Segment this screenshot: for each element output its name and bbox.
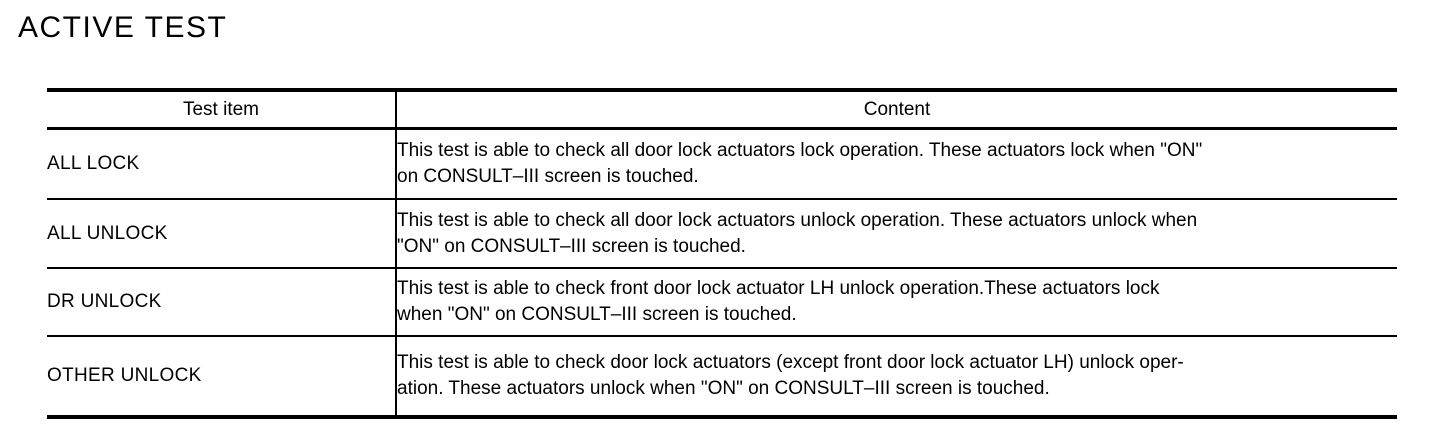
table-row: ALL LOCK This test is able to check all … (47, 128, 1397, 200)
table-row: ALL UNLOCK This test is able to check al… (47, 198, 1397, 268)
content-line: "ON" on CONSULT–III screen is touched. (397, 235, 746, 257)
content-line: This test is able to check all door lock… (397, 209, 1198, 231)
content-cell: This test is able to check all door lock… (396, 198, 1397, 268)
content-line: This test is able to check all door lock… (397, 140, 1203, 161)
content-cell: This test is able to check door lock act… (396, 335, 1397, 417)
active-test-table: Test item Content ALL LOCK This test is … (47, 88, 1397, 419)
column-header-test-item: Test item (47, 90, 397, 130)
content-line: when "ON" on CONSULT–III screen is touch… (397, 304, 797, 325)
test-item-cell: ALL UNLOCK (47, 198, 397, 268)
table-row: DR UNLOCK This test is able to check fro… (47, 267, 1397, 336)
content-cell: This test is able to check front door lo… (396, 267, 1397, 336)
content-line: This test is able to check front door lo… (397, 278, 1160, 299)
test-item-cell: ALL LOCK (47, 128, 397, 199)
content-line: on CONSULT–III screen is touched. (397, 166, 699, 187)
page-title: ACTIVE TEST (18, 11, 228, 44)
content-line: This test is able to check door lock act… (397, 352, 1184, 373)
test-item-cell: OTHER UNLOCK (47, 335, 397, 417)
table-body: ALL LOCK This test is able to check all … (47, 128, 1397, 417)
content-cell: This test is able to check all door lock… (396, 129, 1397, 200)
table-header: Test item Content (47, 90, 1397, 130)
header-row: Test item Content (47, 90, 1397, 130)
column-header-content: Content (396, 90, 1397, 130)
table-row: OTHER UNLOCK This test is able to check … (47, 335, 1397, 417)
content-line: ation. These actuators unlock when "ON" … (397, 378, 1050, 399)
test-item-cell: DR UNLOCK (47, 267, 397, 336)
